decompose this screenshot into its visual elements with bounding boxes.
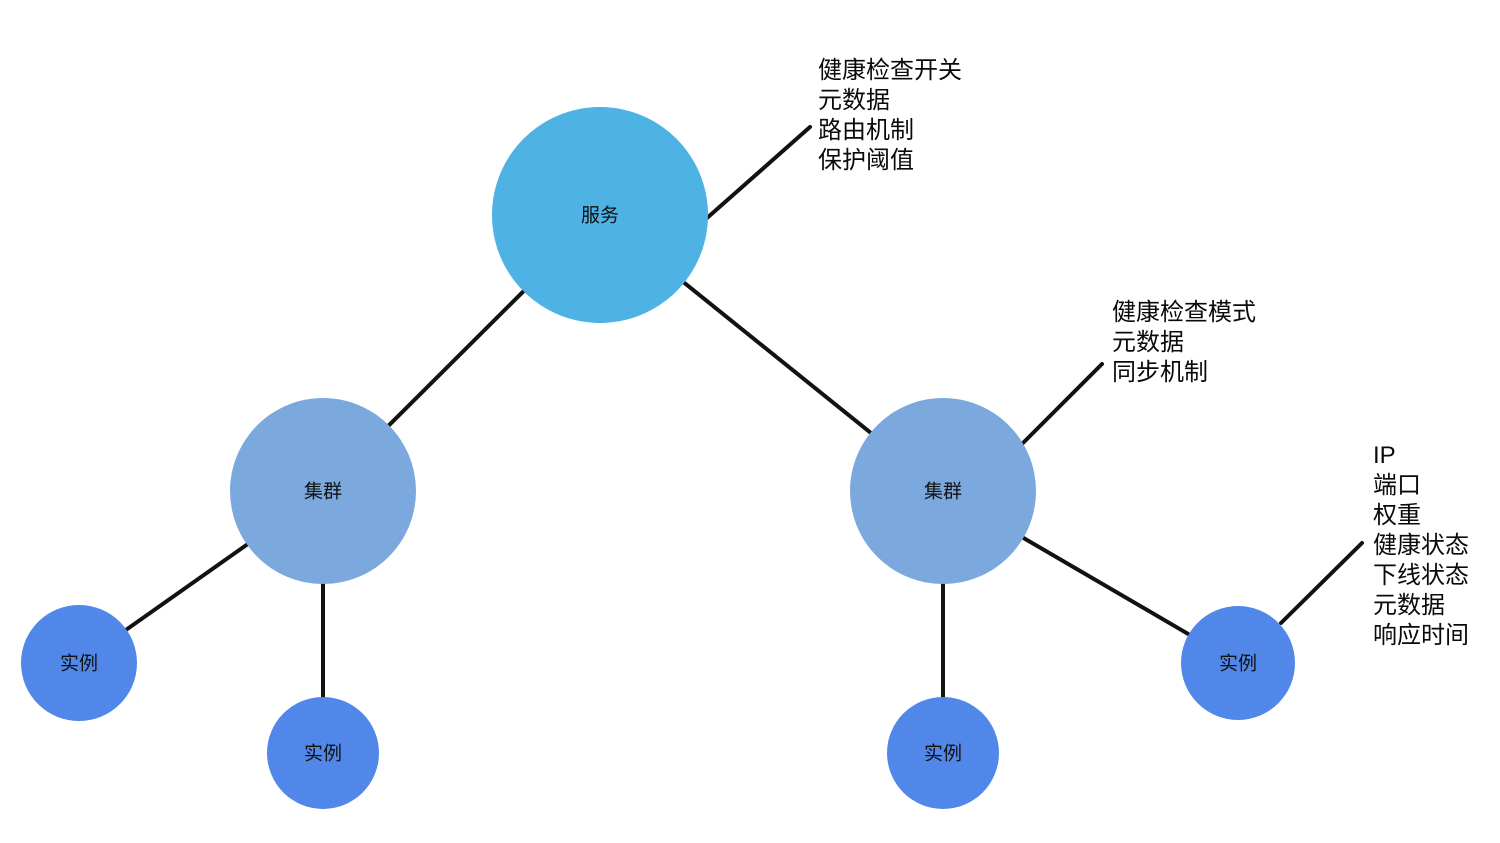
leader-line-service-attrs: [705, 125, 812, 220]
edges-layer: [123, 280, 1192, 700]
node-label-inst-4: 实例: [1219, 653, 1257, 675]
node-inst-2[interactable]: 实例: [267, 697, 379, 809]
annotation-line: 健康状态: [1373, 532, 1469, 559]
node-label-inst-2: 实例: [304, 743, 342, 765]
annotation-leader-lines-layer: [705, 125, 1364, 625]
node-label-cluster-r: 集群: [924, 481, 962, 503]
node-label-inst-3: 实例: [924, 743, 962, 765]
node-label-service: 服务: [581, 205, 619, 227]
node-inst-4[interactable]: 实例: [1181, 606, 1295, 720]
node-cluster-r[interactable]: 集群: [850, 398, 1036, 584]
annotation-service-attrs: 健康检查开关元数据路由机制保护阈值: [818, 56, 962, 176]
annotation-cluster-attrs: 健康检查模式元数据同步机制: [1112, 298, 1256, 388]
annotation-line: 下线状态: [1373, 562, 1469, 589]
nodes-layer: 服务集群集群实例实例实例实例: [21, 107, 1295, 809]
node-service[interactable]: 服务: [492, 107, 708, 323]
node-circle-service[interactable]: [492, 107, 708, 323]
annotation-line: 健康检查模式: [1112, 299, 1256, 326]
edge-cluster-r-to-inst-4: [1020, 535, 1192, 637]
node-label-cluster-l: 集群: [304, 481, 342, 503]
annotation-line: 健康检查开关: [818, 57, 962, 84]
annotation-line: 元数据: [818, 87, 890, 114]
annotation-line: IP: [1373, 442, 1396, 469]
annotation-line: 响应时间: [1373, 622, 1469, 649]
annotation-line: 路由机制: [818, 117, 914, 144]
annotation-instance-attrs: IP 端口权重健康状态下线状态元数据响应时间: [1373, 441, 1469, 651]
annotation-line: 元数据: [1112, 329, 1184, 356]
annotation-line: 同步机制: [1112, 359, 1208, 386]
node-cluster-l[interactable]: 集群: [230, 398, 416, 584]
edge-cluster-l-to-inst-1: [123, 542, 250, 633]
node-circle-cluster-l[interactable]: [230, 398, 416, 584]
node-label-inst-1: 实例: [60, 653, 98, 675]
node-inst-3[interactable]: 实例: [887, 697, 999, 809]
leader-line-cluster-attrs: [1018, 362, 1104, 448]
node-circle-inst-2[interactable]: [267, 697, 379, 809]
edge-service-to-cluster-l: [386, 288, 527, 429]
annotation-line: 元数据: [1373, 592, 1445, 619]
annotation-line: 保护阈值: [818, 147, 914, 174]
node-circle-cluster-r[interactable]: [850, 398, 1036, 584]
annotation-line: 端口: [1373, 472, 1421, 499]
node-circle-inst-3[interactable]: [887, 697, 999, 809]
node-inst-1[interactable]: 实例: [21, 605, 137, 721]
node-circle-inst-1[interactable]: [21, 605, 137, 721]
leader-line-instance-attrs: [1279, 541, 1364, 625]
edge-service-to-cluster-r: [681, 280, 874, 436]
annotation-line: 权重: [1373, 502, 1421, 529]
node-circle-inst-4[interactable]: [1181, 606, 1295, 720]
